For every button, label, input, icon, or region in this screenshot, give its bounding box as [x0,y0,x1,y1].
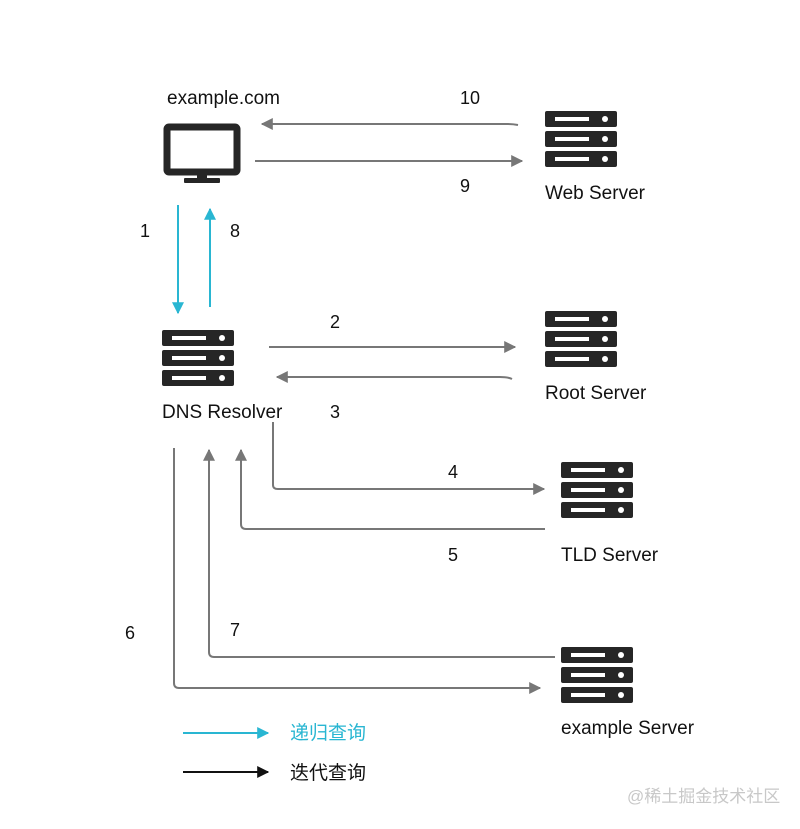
root-server-label: Root Server [545,383,647,404]
step-5-label: 5 [448,545,459,565]
root-server-icon [545,311,617,367]
arrow-step-3 [275,371,513,383]
web-server-icon [545,111,617,167]
step-9-label: 9 [460,176,471,196]
arrow-step-10 [260,118,519,130]
example-server-label: example Server [561,718,695,739]
step-8-label: 8 [230,221,241,241]
dns-resolver-label: DNS Resolver [162,402,283,423]
legend-iterative-label: 迭代查询 [290,763,367,784]
step-10-label: 10 [460,88,481,108]
example-server-icon [561,647,633,703]
arrow-step-6 [173,448,542,694]
web-server-label: Web Server [545,183,645,204]
arrow-step-7 [203,448,555,658]
step-6-label: 6 [125,623,136,643]
arrow-step-5 [235,448,545,530]
step-7-label: 7 [230,620,241,640]
step-2-label: 2 [330,312,341,332]
arrow-step-4 [272,422,546,495]
legend-recursive-label: 递归查询 [290,723,367,744]
client-label: example.com [167,88,280,109]
tld-server-icon [561,462,633,518]
step-4-label: 4 [448,462,459,482]
monitor-icon [163,123,241,183]
step-3-label: 3 [330,402,341,422]
dns-resolver-server-icon [162,330,234,386]
watermark-text: @稀土掘金技术社区 [627,787,781,806]
step-1-label: 1 [140,221,151,241]
tld-server-label: TLD Server [561,545,659,566]
